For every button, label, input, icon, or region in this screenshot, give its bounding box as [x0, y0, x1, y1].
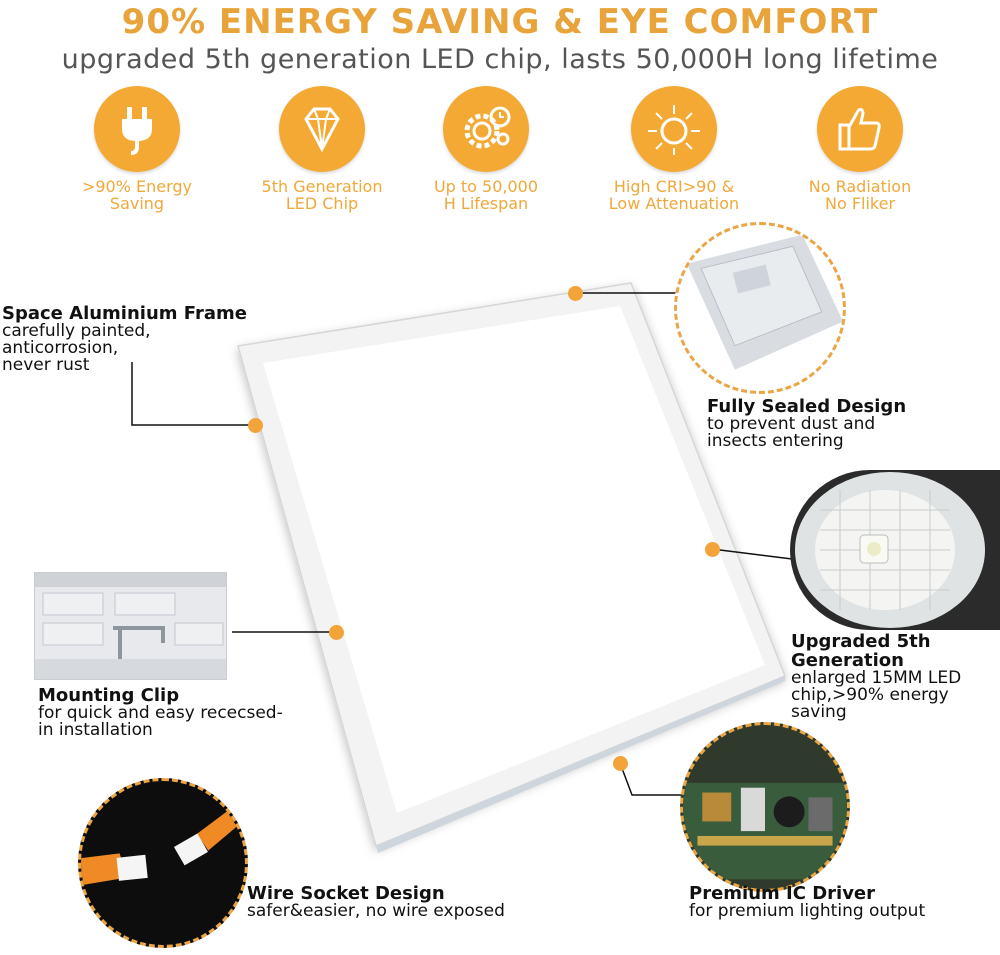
- callout-desc: for premium lighting output: [689, 901, 926, 921]
- headline: 90% ENERGY SAVING & EYE COMFORT: [121, 2, 879, 42]
- callout-driver: Premium IC Driver for premium lighting o…: [689, 884, 925, 920]
- callout-desc: enlarged 15MM LED chip,>90% energy savin…: [791, 668, 962, 722]
- clip-dot: [329, 625, 344, 640]
- callout-title: Upgraded 5th Generation: [791, 631, 931, 671]
- feature-label: No Radiation No Fliker: [808, 177, 912, 213]
- callout-sealed: Fully Sealed Design to prevent dust and …: [707, 397, 906, 450]
- frame-dot: [248, 418, 263, 433]
- callout-title: Fully Sealed Design: [707, 396, 907, 417]
- callout-desc: for quick and easy rececsed- in installa…: [38, 703, 283, 740]
- sealed-dot: [568, 286, 583, 301]
- callout-title: Wire Socket Design: [247, 883, 445, 904]
- feature-cri: High CRI>90 & Low Attenuation: [599, 86, 749, 212]
- callout-desc: carefully painted, anticorrosion, never …: [2, 321, 151, 375]
- thumbs-up-icon: [817, 86, 903, 172]
- callout-clip: Mounting Clip for quick and easy rececse…: [38, 686, 283, 739]
- feature-label: High CRI>90 & Low Attenuation: [608, 177, 740, 213]
- mounting-clip-photo: [34, 572, 227, 680]
- chip-dot: [705, 542, 720, 557]
- led-panel-surface: [263, 306, 765, 813]
- feature-chip: 5th Generation LED Chip: [247, 86, 397, 212]
- plug-icon: [94, 86, 180, 172]
- callout-frame: Space Aluminium Frame carefully painted,…: [2, 304, 247, 374]
- wire-socket-photo: [78, 778, 248, 948]
- callout-title: Mounting Clip: [38, 685, 180, 706]
- callout-desc: to prevent dust and insects entering: [707, 414, 876, 451]
- callout-socket: Wire Socket Design safer&easier, no wire…: [247, 884, 505, 920]
- callout-title: Premium IC Driver: [689, 883, 876, 904]
- sealed-detail-photo: [674, 222, 846, 394]
- sun-icon: [631, 86, 717, 172]
- feature-label: >90% Energy Saving: [81, 177, 193, 213]
- gear-clock-icon: [443, 86, 529, 172]
- feature-label: Up to 50,000 H Lifespan: [433, 177, 539, 213]
- callout-chip: Upgraded 5th Generation enlarged 15MM LE…: [791, 632, 961, 721]
- feature-radiation: No Radiation No Fliker: [785, 86, 935, 212]
- feature-label: 5th Generation LED Chip: [261, 177, 383, 213]
- callout-title: Space Aluminium Frame: [2, 303, 247, 324]
- led-chip-photo: [790, 470, 1000, 630]
- subheadline: upgraded 5th generation LED chip, lasts …: [61, 44, 939, 75]
- callout-desc: safer&easier, no wire exposed: [247, 901, 505, 921]
- feature-energy: >90% Energy Saving: [62, 86, 212, 212]
- driver-dot: [613, 756, 628, 771]
- ic-driver-photo: [680, 722, 850, 892]
- feature-lifespan: Up to 50,000 H Lifespan: [411, 86, 561, 212]
- diamond-icon: [279, 86, 365, 172]
